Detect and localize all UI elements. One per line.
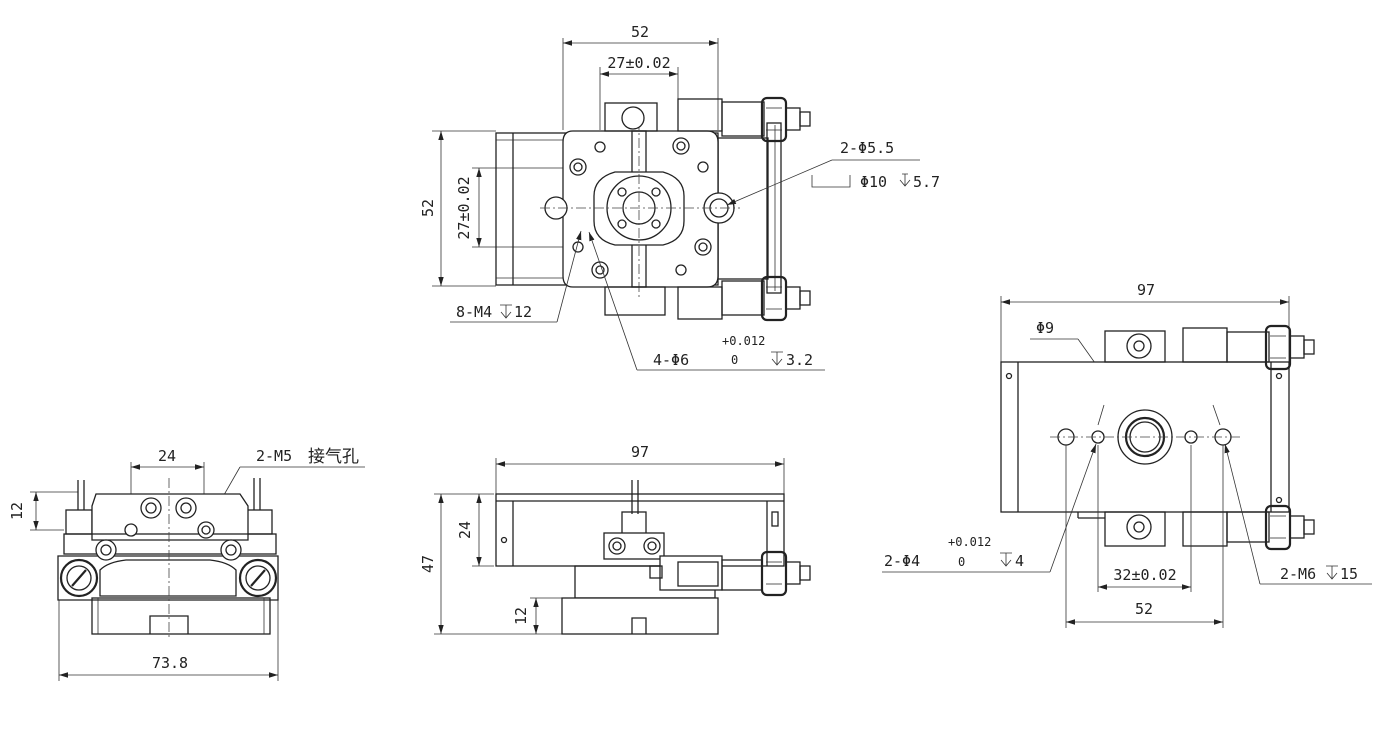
bottom-dim-pitch: 52 bbox=[1135, 600, 1153, 618]
top-callout-pin-tol-lower: 0 bbox=[731, 353, 738, 367]
bottom-callout-pin-tol-lower: 0 bbox=[958, 555, 965, 569]
side-dim-height: 12 bbox=[8, 502, 26, 520]
top-dim-width: 52 bbox=[631, 23, 649, 41]
top-callout-cbore-depth: 5.7 bbox=[913, 173, 940, 191]
bottom-dim-tol: 32±0.02 bbox=[1113, 566, 1176, 584]
bottom-callout-thread: 2-M6 bbox=[1280, 565, 1316, 583]
top-callout-pin: 4-Φ6 bbox=[653, 351, 689, 369]
side-callout-port-note: 接气孔 bbox=[308, 447, 359, 467]
bottom-callout-thread-depth: 15 bbox=[1340, 565, 1358, 583]
front-dim-upper: 24 bbox=[456, 521, 474, 539]
top-callout-thread-depth: 12 bbox=[514, 303, 532, 321]
bottom-view: 97 Φ9 bbox=[882, 281, 1372, 628]
front-dim-length: 97 bbox=[631, 443, 649, 461]
top-dim-tol-h: 27±0.02 bbox=[607, 54, 670, 72]
front-view: 97 47 24 12 bbox=[419, 443, 811, 635]
bottom-dim-length: 97 bbox=[1137, 281, 1155, 299]
top-callout-cbore: Φ10 bbox=[860, 173, 887, 191]
front-dim-total: 47 bbox=[419, 555, 437, 573]
top-callout-thread: 8-M4 bbox=[456, 303, 492, 321]
front-dim-base: 12 bbox=[512, 607, 530, 625]
bottom-callout-pin-depth: 4 bbox=[1015, 552, 1024, 570]
top-callout-pin-depth: 3.2 bbox=[786, 351, 813, 369]
top-dim-tol-v: 27±0.02 bbox=[455, 176, 473, 239]
side-dim-pitch: 24 bbox=[158, 447, 176, 465]
top-view: 52 27±0.02 52 27±0.02 bbox=[419, 23, 940, 371]
top-callout-holes: 2-Φ5.5 bbox=[840, 139, 894, 157]
top-callout-pin-tol-upper: +0.012 bbox=[722, 334, 765, 348]
bottom-callout-pin: 2-Φ4 bbox=[884, 552, 920, 570]
side-left-view: 24 2-M5 接气孔 12 73.8 bbox=[8, 447, 365, 681]
bottom-callout-center: Φ9 bbox=[1036, 319, 1054, 337]
top-dim-height: 52 bbox=[419, 199, 437, 217]
side-callout-port: 2-M5 bbox=[256, 447, 292, 465]
side-dim-width: 73.8 bbox=[152, 654, 188, 672]
bottom-callout-pin-tol-upper: +0.012 bbox=[948, 535, 991, 549]
